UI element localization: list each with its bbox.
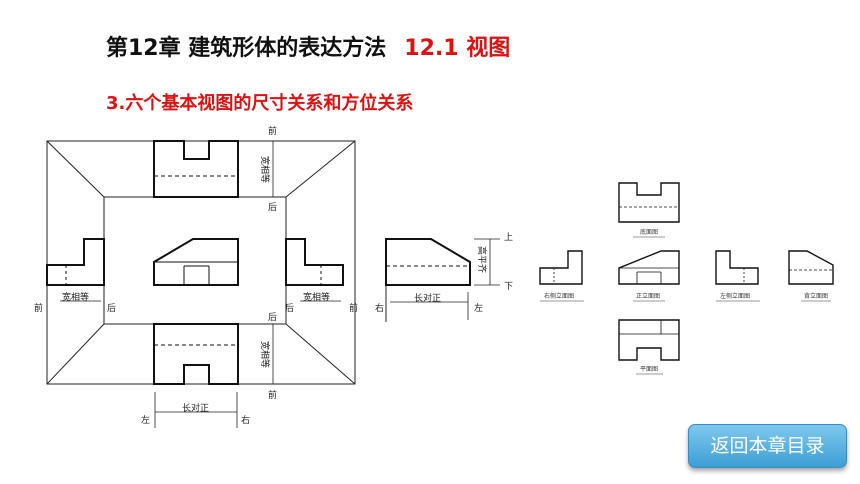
label-left-bottom: 左 (141, 414, 150, 426)
label-top: 上 (504, 232, 513, 243)
front-view-shape (153, 238, 239, 286)
back-to-contents-button[interactable]: 返回本章目录 (688, 424, 847, 468)
right-view-shape (285, 238, 344, 286)
label-width-equal-right: 宽相等 (303, 291, 330, 303)
left-view-shape (46, 238, 105, 286)
back-view-shape (385, 238, 471, 286)
label-right-bottom: 右 (241, 414, 250, 426)
label-back-right: 后 (285, 303, 294, 314)
right-view-captions (540, 236, 831, 375)
label-back-left: 后 (107, 303, 116, 314)
dimension-lines (60, 141, 500, 428)
label-width-equal-left: 宽相等 (62, 291, 89, 303)
label-back-top: 后 (268, 202, 277, 213)
label-front-left: 前 (34, 302, 43, 314)
section-title: 12.1 视图 (404, 36, 511, 61)
label-length-align-bottom: 长对正 (182, 402, 209, 414)
label-back-bottom: 后 (268, 312, 277, 323)
label-bottom: 下 (504, 282, 513, 292)
page-subtitle: 3.六个基本视图的尺寸关系和方位关系 (106, 93, 414, 114)
label-front-bottom: 前 (268, 389, 277, 401)
chapter-title: 第12章 建筑形体的表达方法 (106, 36, 387, 61)
caption-front-view: 正立面图 (636, 292, 660, 300)
label-width-equal-bottom: 宽相等 (259, 341, 271, 368)
label-front-right: 前 (349, 302, 358, 314)
label-front-top: 前 (268, 125, 277, 137)
page-title: 第12章 建筑形体的表达方法 12.1 视图 (106, 30, 510, 62)
right-views (539, 182, 834, 361)
caption-plan-view: 平面图 (640, 366, 658, 373)
caption-back-view: 背立面图 (804, 292, 828, 300)
label-width-equal-top: 宽相等 (259, 156, 271, 183)
caption-bottom-view: 底面图 (640, 228, 658, 236)
label-right-back: 右 (375, 302, 384, 314)
top-view-shape (153, 140, 239, 198)
caption-right-side-view: 右侧立面图 (544, 292, 574, 300)
caption-left-side-view: 左侧立面图 (720, 292, 750, 300)
label-length-align-back: 长对正 (414, 292, 441, 304)
label-left-back: 左 (474, 302, 483, 314)
bottom-view-shape (153, 323, 239, 385)
label-height-level: 高平齐 (476, 246, 488, 273)
